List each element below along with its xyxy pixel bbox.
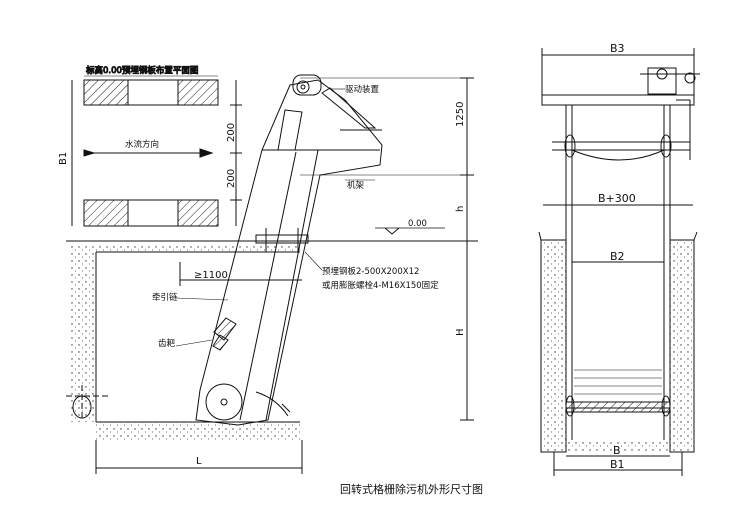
dim-b2: B2 bbox=[610, 250, 625, 263]
drive-unit-label: 驱动装置 bbox=[345, 84, 380, 95]
dim-1100: ≥1100 bbox=[194, 270, 228, 281]
rake-tooth-label: 齿耙 bbox=[158, 339, 176, 349]
front-elevation bbox=[538, 48, 700, 476]
water-flow-label: 水流方向 bbox=[125, 139, 159, 150]
inclined-machine bbox=[175, 74, 383, 426]
expansion-bolt-label: 或用膨胀螺栓4-M16X150固定 bbox=[322, 280, 439, 291]
plan-title: 标高0.00预埋钢板布置平面图 bbox=[86, 65, 198, 76]
plan-view: 标高0.00预埋钢板布置平面图 bbox=[71, 65, 242, 227]
embedded-plate-label: 预埋钢板2-500X200X12 bbox=[322, 266, 419, 277]
dim-b1-bottom: B1 bbox=[610, 458, 625, 471]
traction-chain-label: 牵引链 bbox=[152, 292, 178, 303]
dim-200-lower: 200 bbox=[226, 169, 237, 188]
frame-label: 机架 bbox=[347, 180, 365, 191]
dim-b1-left: B1 bbox=[58, 152, 69, 165]
dim-b-plus-300: B+300 bbox=[598, 192, 636, 205]
dim-1250: 1250 bbox=[455, 102, 466, 127]
channel-section bbox=[66, 77, 478, 474]
dim-200-upper: 200 bbox=[226, 123, 237, 142]
figure-caption: 回转式格栅除污机外形尺寸图 bbox=[340, 482, 483, 496]
dim-b3: B3 bbox=[610, 42, 625, 55]
dim-h-small: h bbox=[455, 206, 466, 212]
dim-b: B bbox=[613, 444, 621, 457]
elevation-label: 0.00 bbox=[408, 219, 427, 229]
dim-h-big: H bbox=[455, 328, 466, 336]
dim-l: L bbox=[196, 456, 202, 467]
